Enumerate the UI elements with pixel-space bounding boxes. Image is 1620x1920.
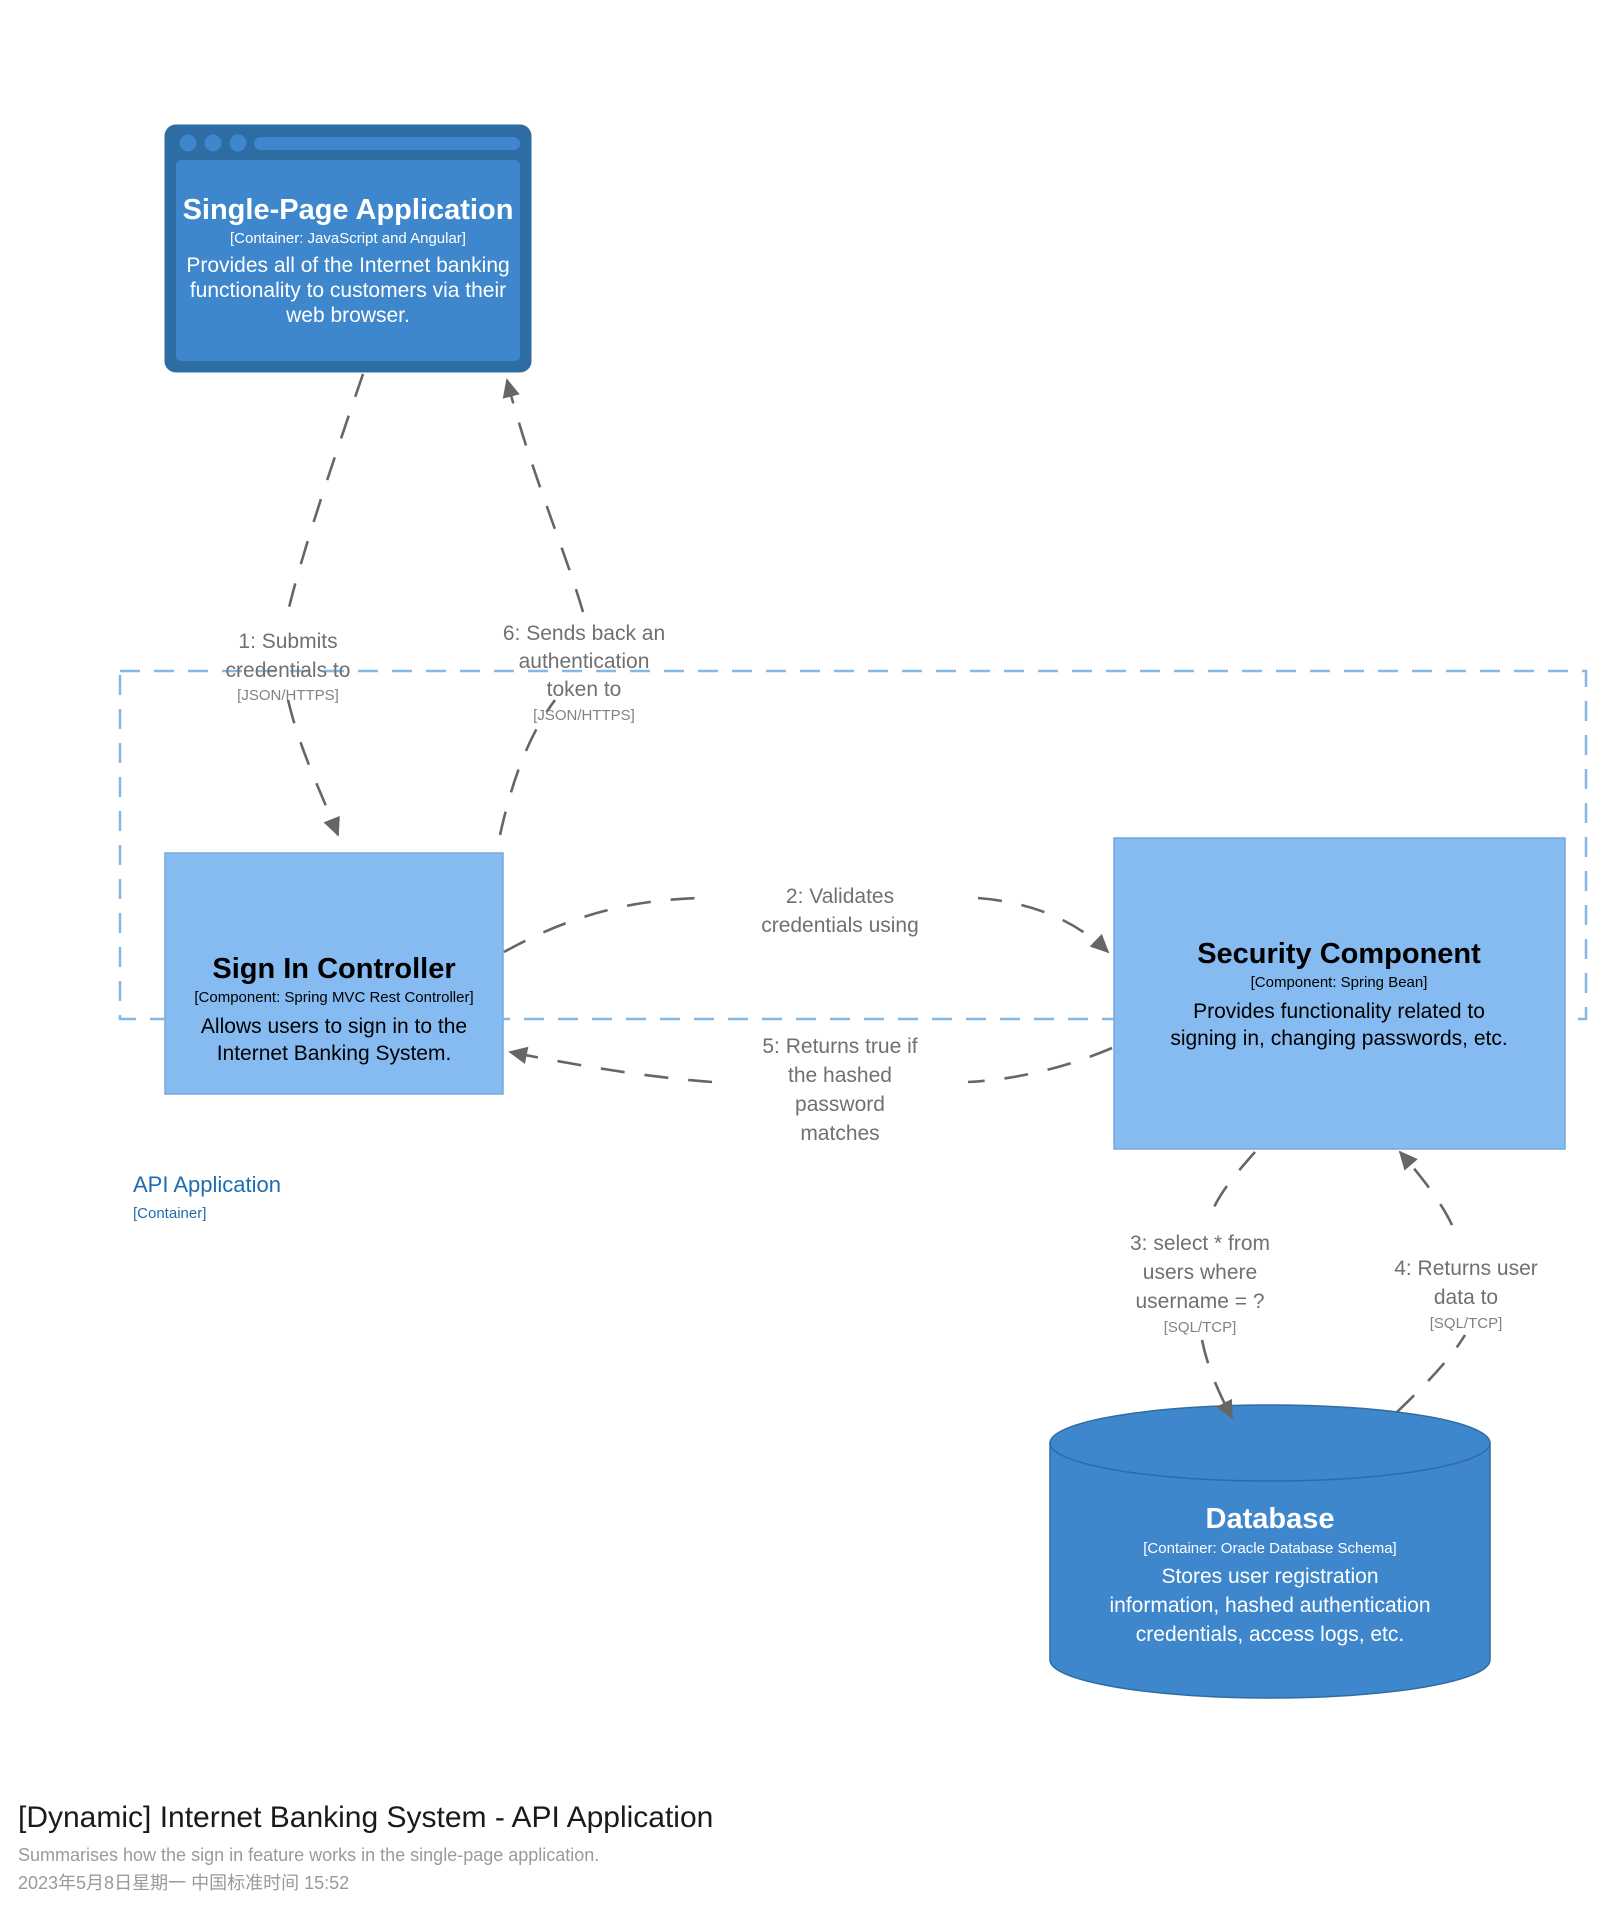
relationship-4-line-lower xyxy=(1396,1334,1467,1413)
browser-dot-3-icon xyxy=(229,134,247,152)
browser-address-bar xyxy=(254,137,520,150)
relationship-4-technology: [SQL/TCP] xyxy=(1430,1315,1503,1332)
security-component-description-line-2: signing in, changing passwords, etc. xyxy=(1170,1027,1507,1050)
relationship-5-label-line-3: password xyxy=(795,1093,885,1116)
spa-description-line-2: functionality to customers via their xyxy=(190,279,506,302)
relationship-6-line-lower xyxy=(498,699,557,836)
footer-title: [Dynamic] Internet Banking System - API … xyxy=(18,1801,714,1834)
relationship-6-line-upper xyxy=(502,378,585,613)
element-single-page-application[interactable]: Single-Page Application [Container: Java… xyxy=(164,124,532,373)
database-description-line-1: Stores user registration xyxy=(1161,1565,1378,1588)
relationship-4-label-line-1: 4: Returns user xyxy=(1394,1257,1538,1280)
spa-technology: [Container: JavaScript and Angular] xyxy=(230,230,466,247)
relationship-6-label-line-1: 6: Sends back an xyxy=(503,622,665,645)
relationship-3-label-line-3: username = ? xyxy=(1136,1290,1265,1313)
element-sign-in-controller[interactable]: Sign In Controller [Component: Spring MV… xyxy=(164,852,504,1095)
security-component-technology: [Component: Spring Bean] xyxy=(1251,974,1428,991)
database-cylinder-top xyxy=(1049,1404,1491,1482)
boundary-label-technology: [Container] xyxy=(133,1205,206,1222)
relationship-2-label-line-2: credentials using xyxy=(761,914,919,937)
relationship-2-validates-credentials-using: 2: Validates credentials using xyxy=(503,885,1110,954)
relationship-6-label-line-3: token to xyxy=(547,678,622,701)
relationship-6-technology: [JSON/HTTPS] xyxy=(533,707,635,724)
relationship-3-technology: [SQL/TCP] xyxy=(1164,1319,1237,1336)
relationship-1-line-upper xyxy=(286,373,365,613)
relationship-6-label-line-2: authentication xyxy=(519,650,650,673)
relationship-3-line-lower xyxy=(1200,1339,1234,1420)
spa-description-line-1: Provides all of the Internet banking xyxy=(186,254,509,277)
diagram-footer: [Dynamic] Internet Banking System - API … xyxy=(18,1800,1418,1896)
relationship-3-label-line-1: 3: select * from xyxy=(1130,1232,1270,1255)
spa-name: Single-Page Application xyxy=(183,194,514,226)
relationship-5-label-line-2: the hashed xyxy=(788,1064,892,1087)
element-database[interactable]: Database [Container: Oracle Database Sch… xyxy=(1049,1404,1491,1699)
database-name: Database xyxy=(1206,1503,1335,1535)
sign-in-controller-name: Sign In Controller xyxy=(212,953,455,985)
browser-dot-1-icon xyxy=(179,134,197,152)
relationship-2-label-line-1: 2: Validates xyxy=(786,885,894,908)
sign-in-controller-description-line-1: Allows users to sign in to the xyxy=(201,1015,467,1038)
relationship-3-line-upper xyxy=(1208,1151,1256,1219)
relationship-4-line-upper xyxy=(1398,1150,1454,1226)
relationship-6-sends-back-token-to: 6: Sends back an authentication token to… xyxy=(498,378,665,836)
relationship-5-label-line-4: matches xyxy=(800,1122,879,1145)
relationship-2-line-right xyxy=(977,896,1110,954)
database-description-line-3: credentials, access logs, etc. xyxy=(1136,1623,1404,1646)
database-technology: [Container: Oracle Database Schema] xyxy=(1143,1540,1396,1557)
relationship-1-line-lower xyxy=(286,699,340,837)
browser-viewport xyxy=(176,160,520,361)
database-cylinder-body xyxy=(1049,1442,1491,1699)
relationship-5-label-line-1: 5: Returns true if xyxy=(762,1035,917,1058)
boundary-label-name: API Application xyxy=(133,1172,281,1197)
relationship-1-submits-credentials-to: 1: Submits credentials to [JSON/HTTPS] xyxy=(226,373,365,837)
relationship-4-label-line-2: data to xyxy=(1434,1286,1498,1309)
sign-in-controller-description-line-2: Internet Banking System. xyxy=(217,1042,452,1065)
sign-in-controller-technology: [Component: Spring MVC Rest Controller] xyxy=(194,989,473,1006)
database-description-line-2: information, hashed authentication xyxy=(1109,1594,1430,1617)
browser-dot-2-icon xyxy=(204,134,222,152)
footer-subtitle: Summarises how the sign in feature works… xyxy=(18,1844,600,1865)
relationship-1-label-line-1: 1: Submits xyxy=(238,630,337,653)
relationship-1-label-line-2: credentials to xyxy=(226,659,351,682)
relationship-5-line-right xyxy=(967,1046,1113,1084)
sign-in-controller-box xyxy=(164,852,504,1095)
boundary-api-application: API Application [Container] xyxy=(118,669,1588,1222)
boundary-rectangle xyxy=(118,669,1588,1021)
relationship-3-select-from-users: 3: select * from users where username = … xyxy=(1130,1151,1270,1420)
security-component-box xyxy=(1113,837,1566,1150)
relationship-4-returns-user-data-to: 4: Returns user data to [SQL/TCP] xyxy=(1394,1150,1538,1413)
security-component-description-line-1: Provides functionality related to xyxy=(1193,1000,1485,1023)
relationship-3-label-line-2: users where xyxy=(1143,1261,1257,1284)
relationship-5-line-left xyxy=(508,1046,713,1084)
footer-timestamp: 2023年5月8日星期一 中国标准时间 15:52 xyxy=(18,1872,350,1893)
element-security-component[interactable]: Security Component [Component: Spring Be… xyxy=(1113,837,1566,1150)
relationship-1-technology: [JSON/HTTPS] xyxy=(237,687,339,704)
security-component-name: Security Component xyxy=(1197,938,1481,970)
spa-description-line-3: web browser. xyxy=(285,304,410,327)
relationship-2-line-left xyxy=(503,896,701,954)
relationship-5-returns-true-if-hashed-password-matches: 5: Returns true if the hashed password m… xyxy=(508,1035,1113,1145)
